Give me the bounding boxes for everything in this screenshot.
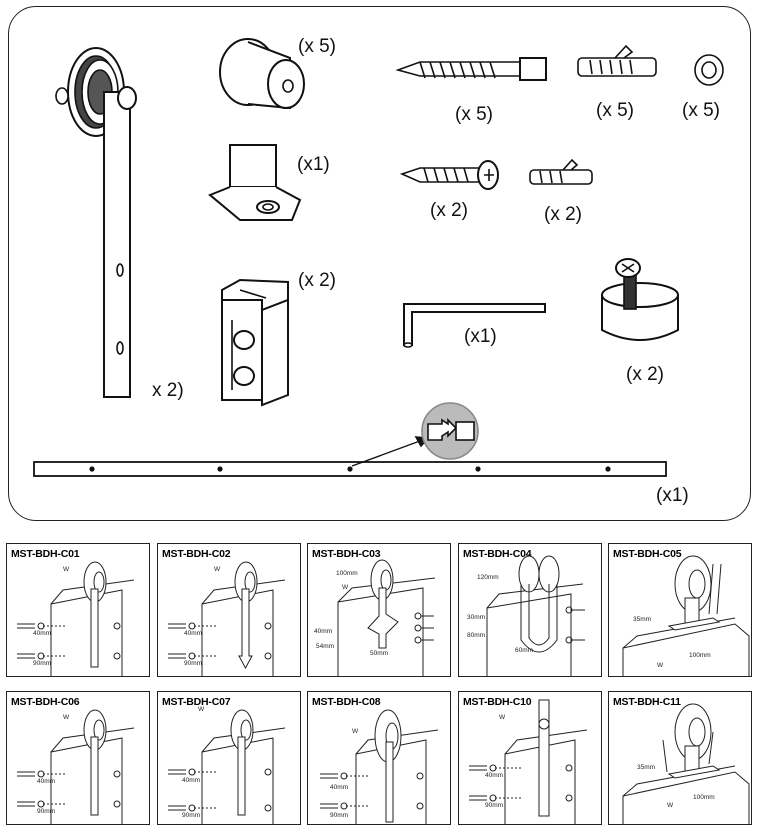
washer-quantity: (x 5): [682, 100, 720, 121]
dimension-label: 40mm: [184, 630, 203, 637]
spacer-quantity: (x 5): [298, 36, 336, 57]
door-stop-illustration: [601, 258, 679, 341]
width-label: W: [342, 584, 349, 591]
arrow-hanger-diagram: [168, 561, 286, 676]
width-label: W: [63, 566, 70, 573]
dimension-label: 54mm: [316, 643, 335, 650]
parts-illustration: [33, 38, 724, 477]
door-stop-quantity: (x 2): [626, 364, 664, 385]
model-card-c08: MST-BDH-C08 W 40mm 90mm: [307, 691, 451, 825]
model-grid: MST-BDH-C01 W 40mm 90mm MST-BDH-C02 W 40…: [0, 540, 758, 835]
wall-anchor-large-quantity: (x 5): [596, 100, 634, 121]
wall-anchor-small-quantity: (x 2): [544, 204, 582, 225]
dimension-label: 90mm: [184, 660, 203, 667]
dimension-label: 30mm: [467, 614, 486, 621]
model-code: MST-BDH-C08: [312, 696, 381, 708]
model-code: MST-BDH-C04: [463, 548, 532, 560]
spacer-illustration: [219, 38, 305, 110]
dimension-label: 35mm: [633, 616, 652, 623]
width-label: W: [214, 566, 221, 573]
dimension-label: 90mm: [182, 812, 201, 819]
width-label: W: [657, 662, 664, 669]
width-label: W: [667, 802, 674, 809]
lag-screw-quantity: (x 5): [455, 104, 493, 125]
model-card-c01: MST-BDH-C01 W 40mm 90mm: [6, 543, 150, 677]
flat-plate-hanger-diagram: [469, 699, 588, 824]
floor-guide-illustration: [208, 144, 302, 221]
model-card-c02: MST-BDH-C02 W 40mm 90mm: [157, 543, 301, 677]
model-code: MST-BDH-C03: [312, 548, 381, 560]
strap-hanger-diagram: [17, 709, 135, 824]
width-label: W: [63, 714, 70, 721]
model-code: MST-BDH-C11: [613, 696, 681, 708]
model-card-c10: MST-BDH-C10 W 40mm 90mm: [458, 691, 602, 825]
dimension-label: 100mm: [693, 794, 715, 801]
dimension-label: 40mm: [330, 784, 349, 791]
dimension-label: 50mm: [370, 650, 389, 657]
model-code: MST-BDH-C10: [463, 696, 532, 708]
u-hanger-diagram: [486, 555, 585, 676]
track-rail-quantity: (x1): [656, 485, 689, 506]
roller-hanger-illustration: [55, 47, 137, 398]
floor-guide-quantity: (x1): [297, 154, 330, 175]
width-label: W: [352, 728, 359, 735]
dimension-label: 90mm: [485, 802, 504, 809]
dimension-label: 90mm: [37, 808, 56, 815]
strap-hanger-diagram: [168, 709, 286, 824]
width-label: W: [499, 714, 506, 721]
roller-hanger-quantity: x 2): [152, 380, 184, 401]
dimension-label: 100mm: [336, 570, 358, 577]
dimension-label: 40mm: [182, 777, 201, 784]
top-mount-hanger-diagram: [622, 703, 750, 824]
model-card-c05: MST-BDH-C05 35mm 100mm W: [608, 543, 752, 677]
model-code: MST-BDH-C05: [613, 548, 682, 560]
dimension-label: 40mm: [485, 772, 504, 779]
model-card-c07: MST-BDH-C07 W 40mm 90mm: [157, 691, 301, 825]
ornate-hanger-diagram: [337, 559, 436, 676]
strap-hanger-diagram: [17, 561, 135, 676]
dimension-label: 90mm: [33, 660, 52, 667]
dimension-label: 60mm: [515, 647, 534, 654]
wall-anchor-small-illustration: [529, 158, 593, 185]
model-card-c06: MST-BDH-C06 W 40mm 90mm: [6, 691, 150, 825]
dimension-label: 90mm: [330, 812, 349, 819]
dimension-label: 80mm: [467, 632, 486, 639]
parts-kit-panel: [8, 6, 751, 521]
model-code: MST-BDH-C07: [162, 696, 231, 708]
stopper-block-illustration: [221, 278, 289, 407]
dimension-label: 35mm: [637, 764, 656, 771]
model-code: MST-BDH-C01: [11, 548, 80, 560]
track-rail-illustration: [33, 402, 667, 477]
width-label: W: [198, 706, 205, 713]
hex-key-quantity: (x1): [464, 326, 497, 347]
stopper-block-quantity: (x 2): [298, 270, 336, 291]
model-card-c11: MST-BDH-C11 35mm W 100mm: [608, 691, 752, 825]
large-wheel-hanger-diagram: [320, 709, 439, 824]
screw-illustration: [399, 160, 499, 190]
dimension-label: 120mm: [477, 574, 499, 581]
model-code: MST-BDH-C02: [162, 548, 231, 560]
wall-anchor-large-illustration: [577, 44, 657, 77]
hex-key-illustration: [403, 303, 546, 348]
screw-quantity: (x 2): [430, 200, 468, 221]
model-code: MST-BDH-C06: [11, 696, 80, 708]
dimension-label: 40mm: [33, 630, 52, 637]
lag-screw-illustration: [395, 57, 547, 81]
model-card-c03: MST-BDH-C03 100mm W 40mm 54mm 50mm: [307, 543, 451, 677]
washer-illustration: [694, 54, 724, 86]
top-mount-hanger-diagram: [622, 555, 750, 676]
model-card-c04: MST-BDH-C04 120mm 30mm 80mm 60mm: [458, 543, 602, 677]
dimension-label: 100mm: [689, 652, 711, 659]
dimension-label: 40mm: [37, 778, 56, 785]
dimension-label: 40mm: [314, 628, 333, 635]
